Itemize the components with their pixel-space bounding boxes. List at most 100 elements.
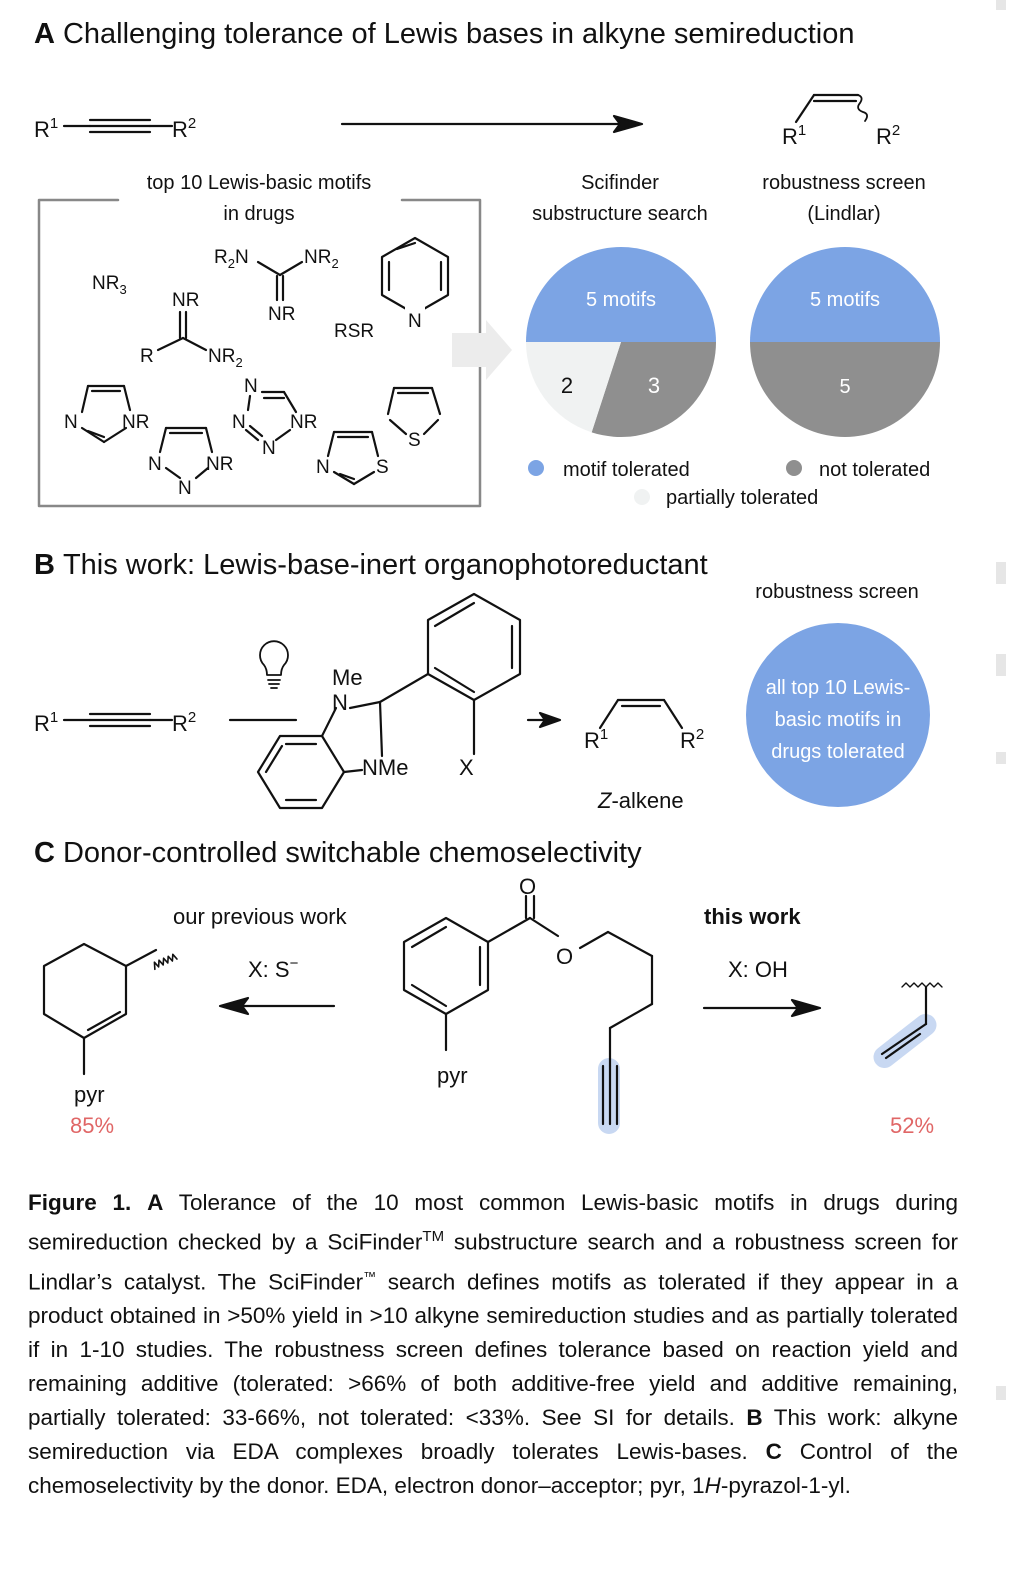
svg-text:S: S [376,457,389,478]
svg-text:drugs tolerated: drugs tolerated [771,741,904,763]
svg-text:N: N [148,454,162,475]
motif-guanidine: R2N NR2 NR [214,247,339,325]
svg-text:R2: R2 [680,726,704,753]
svg-text:N: N [262,438,276,459]
svg-text:NR: NR [122,412,149,433]
pie1-label-partial: 2 [561,373,573,398]
motif-amidine: NR R NR2 [140,290,243,370]
svg-text:S: S [408,430,421,451]
svg-text:X: X [459,755,474,780]
svg-text:substructure search: substructure search [532,203,708,225]
alkene-product-right [873,982,943,1069]
svg-text:NR: NR [172,290,199,311]
svg-text:R2: R2 [172,115,196,142]
svg-text:partially tolerated: partially tolerated [666,487,818,509]
svg-text:robustness screen: robustness screen [755,581,918,603]
pie-robustness [750,247,940,437]
svg-text:N: N [408,311,422,332]
svg-text:all top 10 Lewis-: all top 10 Lewis- [766,677,911,699]
pie1-label-tolerated: 5 motifs [586,289,656,311]
svg-text:R1: R1 [584,726,608,753]
svg-text:Z-alkene: Z-alkene [597,788,684,813]
yield-left: 85% [70,1113,114,1138]
motif-tetrazole: N N N NR [232,376,317,459]
cyclohexene-product: pyr [42,942,178,1107]
lewis-basic-motifs: NR3 R2N NR2 NR NR R NR2 [64,236,450,499]
photoreductant-structure: Me N NMe X [256,592,522,810]
svg-text:R1: R1 [34,115,58,142]
pie1-slice-tolerated [526,247,716,342]
robustness-circle [746,623,930,807]
svg-text:N: N [64,412,78,433]
svg-text:this work: this work [704,904,801,929]
svg-text:N: N [332,690,348,715]
motif-triazole: N N NR [148,426,233,499]
pie1-label-not: 3 [648,373,660,398]
svg-text:R: R [140,346,154,367]
svg-text:NR: NR [268,304,295,325]
reaction-arrow-a [340,114,644,134]
alkyne-structure-b: R1 R2 [34,709,196,736]
svg-text:Me: Me [332,665,363,690]
motif-thiazole: N S [316,430,389,486]
reaction-arrow-right [702,998,822,1018]
motif-box: top 10 Lewis-basic motifs in drugs [37,172,482,508]
reaction-arrow-left [218,996,336,1016]
motif-thioether: RSR [334,321,374,342]
svg-text:R2N: R2N [214,247,249,271]
svg-text:NR: NR [206,454,233,475]
pie2-slice-tolerated [750,247,940,342]
pie2-label-not: 5 [839,376,850,398]
svg-text:R2: R2 [172,709,196,736]
svg-text:O: O [519,874,536,899]
svg-text:top 10 Lewis-basic motifs: top 10 Lewis-basic motifs [147,172,372,194]
svg-text:(Lindlar): (Lindlar) [807,203,880,225]
motif-amine: NR3 [92,273,127,297]
svg-text:NR2: NR2 [304,247,339,271]
svg-text:N: N [316,457,330,478]
svg-text:NR2: NR2 [208,346,243,370]
svg-text:pyr: pyr [74,1082,105,1107]
svg-text:N: N [244,376,258,397]
z-alkene-product: R1 R2 Z-alkene [584,698,704,813]
svg-text:NR: NR [290,412,317,433]
legend: motif tolerated not tolerated partially … [528,459,930,509]
motif-pyridine: N [380,236,450,332]
reaction-arrow-b [526,711,562,729]
pie2-label-tolerated: 5 motifs [810,289,880,311]
svg-text:not tolerated: not tolerated [819,459,930,481]
svg-text:our previous work: our previous work [173,904,348,929]
alkyne-structure: R1 R2 [34,115,196,142]
svg-text:motif tolerated: motif tolerated [563,459,690,481]
svg-text:N: N [178,478,192,499]
svg-text:O: O [556,944,573,969]
svg-text:Scifinder: Scifinder [581,172,659,194]
substrate-structure: O O pyr [402,874,654,1134]
pie1-slice-partial [526,342,621,433]
svg-text:pyr: pyr [437,1063,468,1088]
svg-text:R2: R2 [876,122,900,149]
pie-scifinder [526,247,716,437]
svg-text:X: OH: X: OH [728,957,788,982]
svg-text:in drugs: in drugs [223,203,294,225]
svg-text:X: S−: X: S− [248,955,299,982]
svg-text:robustness screen: robustness screen [762,172,925,194]
svg-text:R1: R1 [782,122,806,149]
light-bulb-icon [259,640,289,689]
figure-caption: Figure 1. A Tolerance of the 10 most com… [28,1190,958,1498]
cis-alkene-product: R1 R2 [782,93,900,149]
svg-text:R1: R1 [34,709,58,736]
grey-arrow [452,320,512,380]
motif-thiophene: S [386,386,442,451]
motif-imidazole: N NR [64,384,149,444]
pie2-slice-not-tolerated [750,342,940,437]
svg-text:N: N [232,412,246,433]
svg-text:basic motifs in: basic motifs in [775,709,902,731]
yield-right: 52% [890,1113,934,1138]
pie1-slice-not-tolerated [591,342,716,437]
svg-text:NMe: NMe [362,755,408,780]
